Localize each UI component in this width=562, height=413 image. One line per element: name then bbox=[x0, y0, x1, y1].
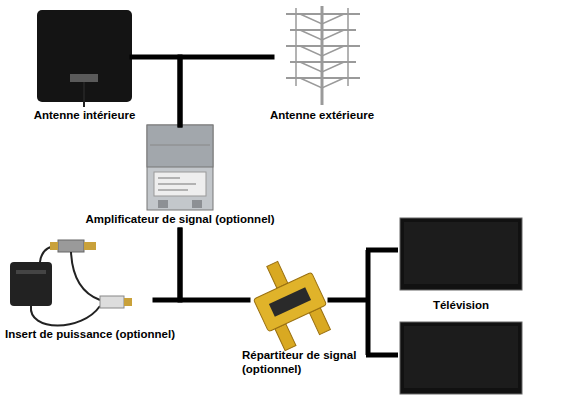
device-caption: Antenne intérieure bbox=[17, 108, 152, 122]
television-illustration bbox=[400, 218, 522, 394]
amplifier-illustration-part bbox=[150, 145, 210, 146]
cable-connector bbox=[180, 230, 248, 300]
device-caption: Insert de puissance (optionnel) bbox=[5, 327, 225, 341]
outdoor-antenna-illustration-part bbox=[300, 30, 344, 40]
amplifier-illustration-part bbox=[147, 125, 213, 210]
outdoor-antenna-illustration-part bbox=[300, 78, 344, 88]
outdoor-antenna-illustration-part bbox=[295, 8, 297, 86]
amplifier-illustration-part bbox=[154, 172, 206, 196]
power-insert-illustration-part bbox=[16, 270, 46, 274]
outdoor-antenna-node: Antenne extérieure bbox=[272, 5, 372, 105]
cable-connector bbox=[180, 57, 272, 125]
power-insert-node: Insert de puissance (optionnel) bbox=[5, 235, 155, 320]
amplifier-illustration-part bbox=[158, 200, 168, 208]
device-caption: Antenne extérieure bbox=[262, 108, 382, 122]
indoor-antenna-illustration bbox=[37, 10, 132, 107]
power-insert-illustration-part bbox=[10, 262, 52, 306]
indoor-antenna-illustration-part bbox=[83, 82, 85, 107]
power-insert-illustration bbox=[10, 240, 132, 326]
amplifier-illustration-part bbox=[158, 178, 180, 179]
power-insert-illustration-part bbox=[100, 296, 124, 308]
outdoor-antenna-illustration-part bbox=[300, 14, 344, 24]
amplifier-illustration-part bbox=[147, 125, 213, 167]
amplifier-illustration-part bbox=[158, 184, 196, 185]
device-caption: Télévision bbox=[400, 298, 522, 312]
television-illustration-part bbox=[400, 322, 522, 394]
cable-connector bbox=[132, 57, 180, 125]
television-illustration-part bbox=[400, 218, 522, 290]
power-insert-illustration-part bbox=[84, 242, 96, 250]
amplifier-illustration-part bbox=[192, 200, 202, 208]
outdoor-antenna-illustration bbox=[286, 6, 360, 105]
outdoor-antenna-illustration-part bbox=[347, 8, 349, 86]
indoor-antenna-node: Antenne intérieure bbox=[37, 10, 132, 102]
device-caption: Répartiteur de signal (optionnel) bbox=[242, 348, 362, 376]
splitter-node: Répartiteur de signal (optionnel) bbox=[248, 262, 330, 344]
cable-connector bbox=[330, 298, 366, 303]
power-insert-illustration-part bbox=[58, 240, 84, 252]
power-insert-illustration-part bbox=[71, 252, 100, 300]
power-insert-illustration-part bbox=[124, 298, 132, 306]
television-node: Télévision bbox=[366, 218, 526, 394]
television-illustration-part bbox=[404, 326, 518, 388]
amplifier-illustration bbox=[147, 125, 213, 210]
device-caption: Amplificateur de signal (optionnel) bbox=[60, 212, 300, 226]
tv-bracket-part bbox=[366, 353, 398, 358]
splitter-illustration-part bbox=[269, 287, 311, 317]
outdoor-antenna-illustration-part bbox=[300, 62, 344, 72]
splitter-illustration bbox=[243, 250, 337, 353]
amplifier-node: Amplificateur de signal (optionnel) bbox=[147, 125, 213, 230]
amplifier-illustration-part bbox=[158, 190, 188, 191]
indoor-antenna-illustration-part bbox=[70, 74, 98, 82]
outdoor-antenna-illustration-part bbox=[286, 13, 360, 15]
tv-bracket-part bbox=[366, 248, 398, 253]
power-insert-illustration-part bbox=[31, 306, 100, 326]
television-illustration-part bbox=[404, 222, 518, 284]
outdoor-antenna-illustration-part bbox=[300, 46, 344, 56]
splitter-illustration-part bbox=[253, 272, 326, 332]
power-insert-illustration-part bbox=[50, 242, 58, 250]
outdoor-antenna-illustration-part bbox=[286, 45, 360, 47]
outdoor-antenna-illustration-part bbox=[286, 77, 360, 79]
cable-connector bbox=[155, 230, 180, 300]
tv-bracket-part bbox=[366, 250, 371, 355]
tv-bracket bbox=[366, 250, 398, 355]
